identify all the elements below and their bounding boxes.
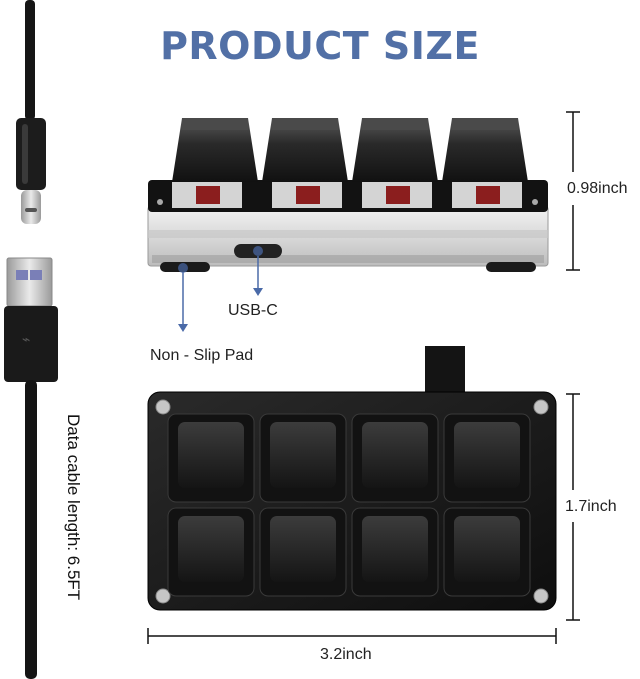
- keycap-row-side: [172, 118, 528, 182]
- switch-row: [172, 182, 522, 208]
- cable-length-label: Data cable length: 6.5FT: [64, 414, 83, 601]
- non-slip-pad-label: Non - Slip Pad: [150, 347, 254, 364]
- top-view-keys: [167, 413, 531, 597]
- svg-text:⌁: ⌁: [22, 332, 30, 348]
- callout-lines: [178, 256, 263, 332]
- height-label: 0.98inch: [567, 180, 628, 197]
- depth-label: 1.7inch: [565, 498, 617, 515]
- keyboard-side-view: [147, 118, 549, 273]
- keyboard-top-view: [147, 346, 557, 611]
- width-dimension-line: [147, 628, 557, 644]
- width-label: 3.2inch: [320, 646, 372, 663]
- usb-cable: ⌁: [4, 0, 58, 679]
- height-dimension-line: [566, 111, 580, 271]
- usb-c-label: USB-C: [228, 302, 278, 319]
- page-title: PRODUCT SIZE: [160, 24, 480, 68]
- depth-dimension-line: [566, 393, 580, 621]
